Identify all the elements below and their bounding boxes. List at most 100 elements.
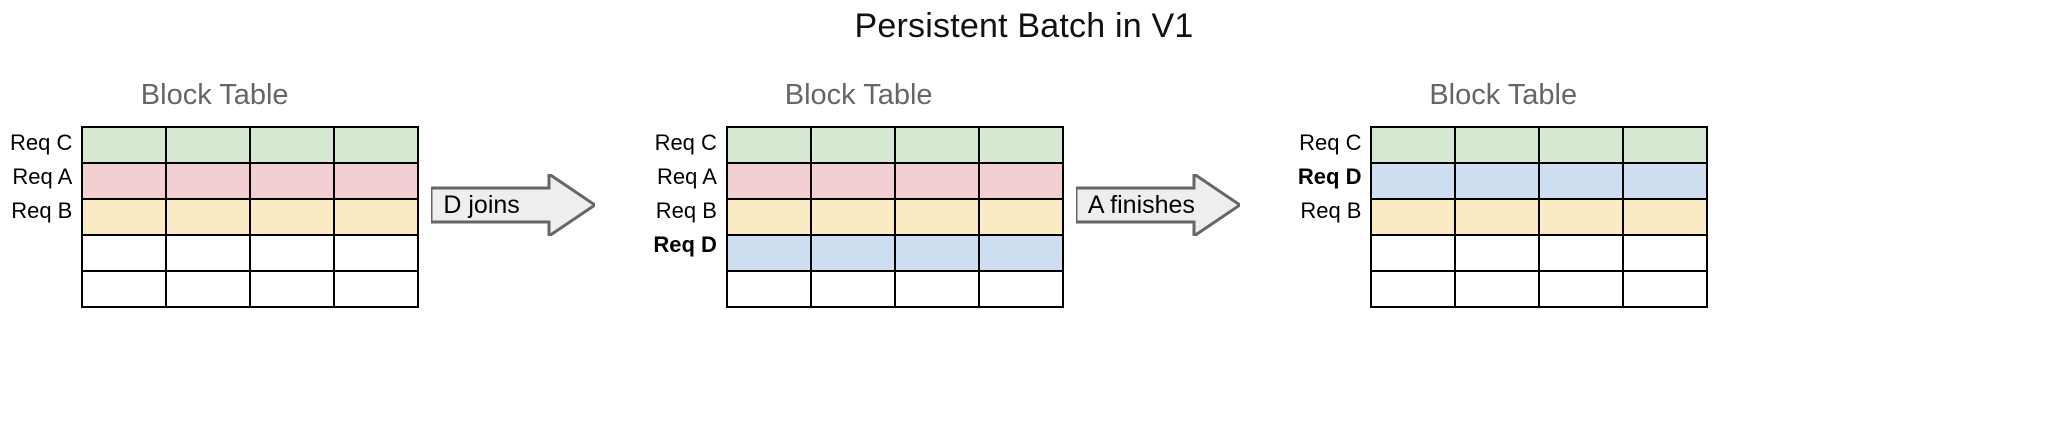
arrow-shape-icon (1075, 174, 1240, 236)
row-label-empty (1298, 262, 1362, 296)
block-cell[interactable] (809, 198, 896, 236)
block-cell[interactable] (333, 270, 420, 308)
transition-arrow-2: A finishes (1075, 174, 1240, 236)
block-cell[interactable] (1538, 126, 1625, 164)
block-cell[interactable] (333, 198, 420, 236)
table-row (81, 270, 420, 308)
block-cell[interactable] (1454, 198, 1541, 236)
block-cell[interactable] (1370, 162, 1457, 200)
block-cell[interactable] (725, 234, 812, 272)
block-cell[interactable] (725, 198, 812, 236)
block-cell[interactable] (809, 270, 896, 308)
block-cell[interactable] (977, 126, 1064, 164)
block-cell[interactable] (725, 126, 812, 164)
block-cell[interactable] (165, 198, 252, 236)
table-row (1370, 162, 1709, 200)
block-cell[interactable] (1622, 162, 1709, 200)
block-cell[interactable] (977, 162, 1064, 200)
block-cell[interactable] (977, 234, 1064, 272)
block-cell[interactable] (1370, 270, 1457, 308)
block-table-grid (81, 126, 420, 308)
block-cell[interactable] (333, 234, 420, 272)
block-cell[interactable] (165, 162, 252, 200)
block-cell[interactable] (809, 234, 896, 272)
block-cell[interactable] (809, 162, 896, 200)
block-cell[interactable] (1538, 270, 1625, 308)
block-cell[interactable] (1538, 162, 1625, 200)
block-cell[interactable] (165, 270, 252, 308)
block-cell[interactable] (165, 126, 252, 164)
block-table-caption: Block Table (1429, 79, 1578, 111)
block-cell[interactable] (1622, 234, 1709, 272)
table-row (725, 270, 1064, 308)
row-label-req-c: Req C (654, 130, 717, 155)
block-cell[interactable] (893, 198, 980, 236)
block-table-grid (725, 126, 1064, 308)
row-label-req-b: Req B (655, 198, 717, 223)
block-cell[interactable] (333, 162, 420, 200)
block-cell[interactable] (81, 162, 168, 200)
table-row (81, 126, 420, 164)
block-cell[interactable] (1370, 198, 1457, 236)
block-cell[interactable] (249, 126, 336, 164)
block-cell[interactable] (249, 234, 336, 272)
row-label-empty (10, 262, 72, 296)
table-row (1370, 234, 1709, 272)
block-cell[interactable] (1538, 198, 1625, 236)
block-cell[interactable] (1538, 234, 1625, 272)
row-label-req-d: Req D (653, 232, 717, 257)
block-cell[interactable] (1370, 126, 1457, 164)
row-label-empty (1298, 228, 1362, 262)
table-row (1370, 198, 1709, 236)
block-cell[interactable] (893, 270, 980, 308)
arrow-shape-icon (431, 174, 596, 236)
block-cell[interactable] (249, 162, 336, 200)
block-cell[interactable] (1370, 234, 1457, 272)
block-cell[interactable] (893, 162, 980, 200)
block-cell[interactable] (1454, 162, 1541, 200)
block-cell[interactable] (1454, 234, 1541, 272)
row-label-req-c: Req C (1299, 130, 1362, 155)
block-cell[interactable] (249, 270, 336, 308)
block-cell[interactable] (333, 126, 420, 164)
table-row (725, 126, 1064, 164)
block-cell[interactable] (977, 198, 1064, 236)
block-cell[interactable] (165, 234, 252, 272)
row-label-req-c: Req C (10, 130, 73, 155)
block-cell[interactable] (1622, 198, 1709, 236)
table-row (725, 198, 1064, 236)
block-cell[interactable] (725, 162, 812, 200)
block-table-grid (1370, 126, 1709, 308)
table-row (81, 234, 420, 272)
block-cell[interactable] (1454, 270, 1541, 308)
block-cell[interactable] (1622, 270, 1709, 308)
table-row (725, 234, 1064, 272)
block-cell[interactable] (81, 198, 168, 236)
row-label-req-a: Req A (12, 164, 73, 189)
arrow-label: A finishes (1087, 190, 1195, 219)
block-cell[interactable] (81, 126, 168, 164)
transition-arrow-1: D joins (431, 174, 596, 236)
block-cell[interactable] (81, 270, 168, 308)
table-row (81, 162, 420, 200)
block-cell[interactable] (1622, 126, 1709, 164)
page-title: Persistent Batch in V1 (854, 7, 1194, 45)
block-cell[interactable] (977, 270, 1064, 308)
table-row (1370, 126, 1709, 164)
block-cell[interactable] (809, 126, 896, 164)
block-cell[interactable] (249, 198, 336, 236)
block-cell[interactable] (81, 234, 168, 272)
block-cell[interactable] (725, 270, 812, 308)
block-cell[interactable] (893, 126, 980, 164)
block-cell[interactable] (1454, 126, 1541, 164)
block-cell[interactable] (893, 234, 980, 272)
row-label-empty (10, 228, 72, 262)
